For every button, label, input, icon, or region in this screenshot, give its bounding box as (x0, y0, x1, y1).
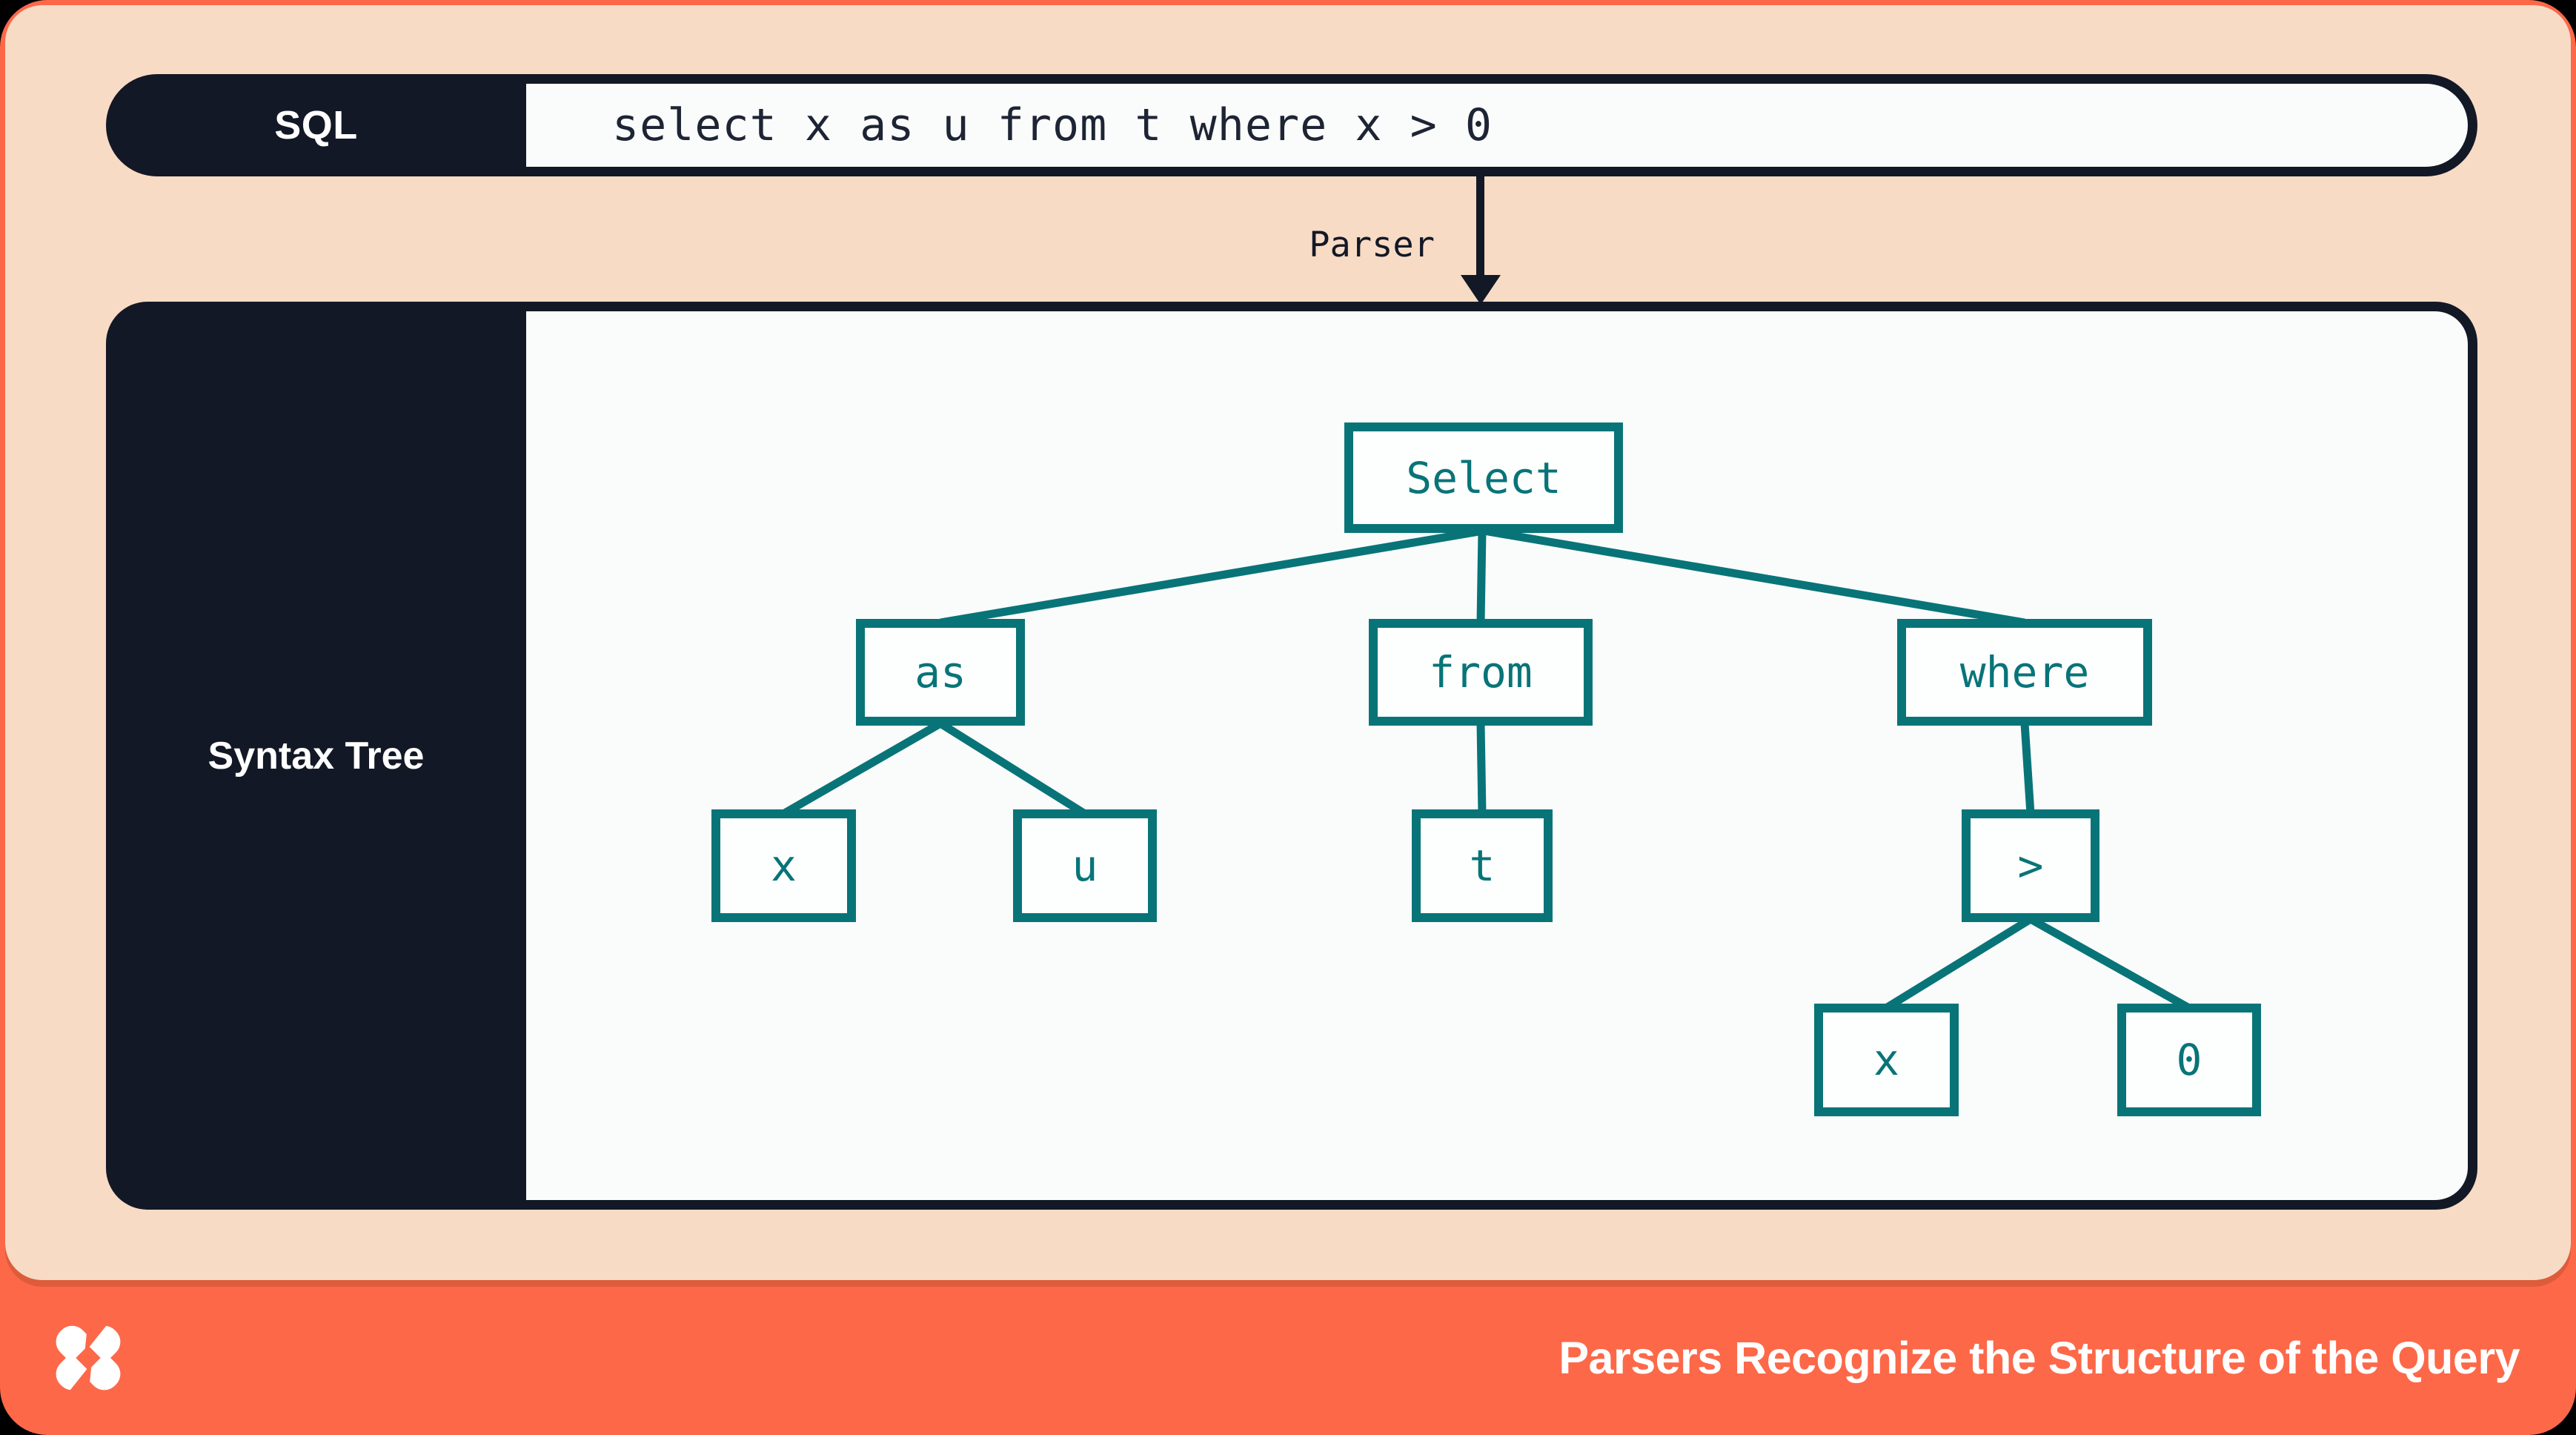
syntax-tree-area: Select as from where x u t > x 0 (526, 311, 2468, 1200)
tree-node-u: u (1013, 809, 1157, 922)
edge-where-gt (2020, 723, 2035, 815)
parser-label: Parser (1309, 225, 1435, 265)
tree-node-where: where (1897, 619, 2152, 726)
edge-gt-x (1884, 915, 2033, 1012)
edge-select-where (1483, 526, 2025, 627)
tree-node-from: from (1369, 619, 1593, 726)
tree-edges (781, 526, 2191, 1012)
footer-bar: Parsers Recognize the Structure of the Q… (0, 1280, 2576, 1435)
tree-node-as: as (856, 619, 1025, 726)
parser-arrow-head-icon (1461, 275, 1501, 305)
parser-arrow-line (1476, 176, 1484, 276)
syntax-tree-panel: Select as from where x u t > x 0 Syntax … (106, 302, 2477, 1210)
edge-from-t (1476, 723, 1487, 815)
tree-node-select: Select (1344, 422, 1623, 533)
slide-stage: select x as u from t where x > 0 SQL Par… (5, 5, 2571, 1280)
tree-node-x1: x (711, 809, 856, 922)
sql-bar-label: SQL (274, 103, 358, 148)
edge-as-u (938, 720, 1087, 818)
tree-node-t: t (1412, 809, 1553, 922)
sql-bar: select x as u from t where x > 0 SQL (106, 74, 2477, 176)
dolt-x-logo-icon (44, 1313, 132, 1402)
tree-node-zero: 0 (2117, 1004, 2261, 1116)
sql-query-text: select x as u from t where x > 0 (526, 84, 2468, 167)
footer-caption: Parsers Recognize the Structure of the Q… (1558, 1332, 2520, 1383)
tree-node-gt: > (1962, 809, 2099, 922)
edge-select-as (940, 526, 1484, 627)
edge-gt-zero (2028, 915, 2191, 1012)
edge-as-x (781, 720, 943, 818)
tree-node-x2: x (1814, 1004, 1959, 1116)
syntax-tree-label: Syntax Tree (208, 734, 425, 778)
edge-select-from (1476, 530, 1487, 623)
